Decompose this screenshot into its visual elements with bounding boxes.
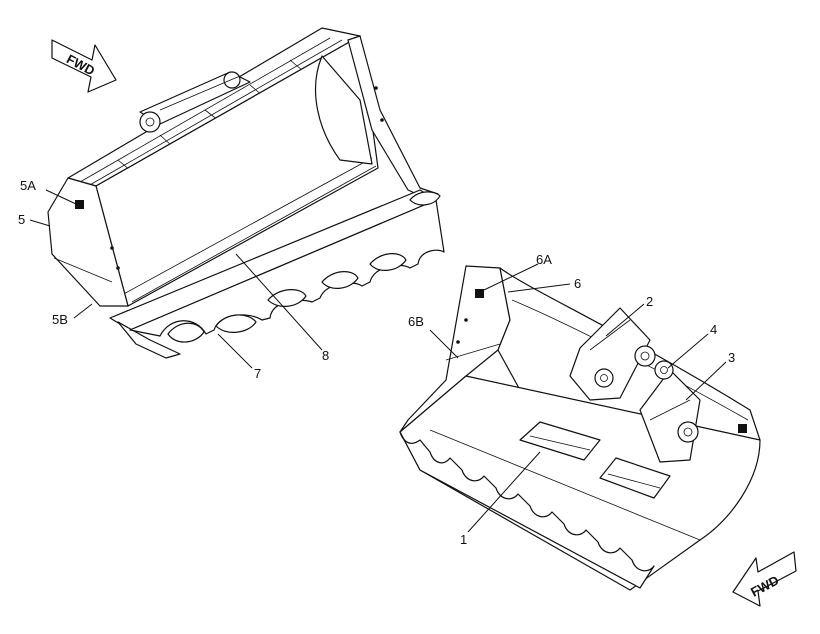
callout-3: 3 xyxy=(728,350,735,365)
callout-6A: 6A xyxy=(536,252,552,267)
right-bucket xyxy=(399,265,761,591)
fwd-arrow-bottom: FWD xyxy=(732,551,797,607)
callout-2: 2 xyxy=(646,294,653,309)
callout-5B: 5B xyxy=(52,312,68,327)
fwd-arrow-top: FWD xyxy=(51,39,117,93)
callout-5: 5 xyxy=(18,212,25,227)
callouts: 5A 5 5B 7 8 6A 6 6B 2 4 3 1 xyxy=(18,178,735,547)
left-bucket xyxy=(47,27,445,359)
decal-right xyxy=(738,424,747,433)
hitch-right xyxy=(639,360,701,463)
callout-4: 4 xyxy=(710,322,717,337)
callout-8: 8 xyxy=(322,348,329,363)
callout-6B: 6B xyxy=(408,314,424,329)
decal-6A xyxy=(475,289,484,298)
hitch-left xyxy=(569,307,656,401)
callout-6: 6 xyxy=(574,276,581,291)
decal-5A xyxy=(75,200,84,209)
callout-5A: 5A xyxy=(20,178,36,193)
callout-1: 1 xyxy=(460,532,467,547)
callout-7: 7 xyxy=(254,366,261,381)
